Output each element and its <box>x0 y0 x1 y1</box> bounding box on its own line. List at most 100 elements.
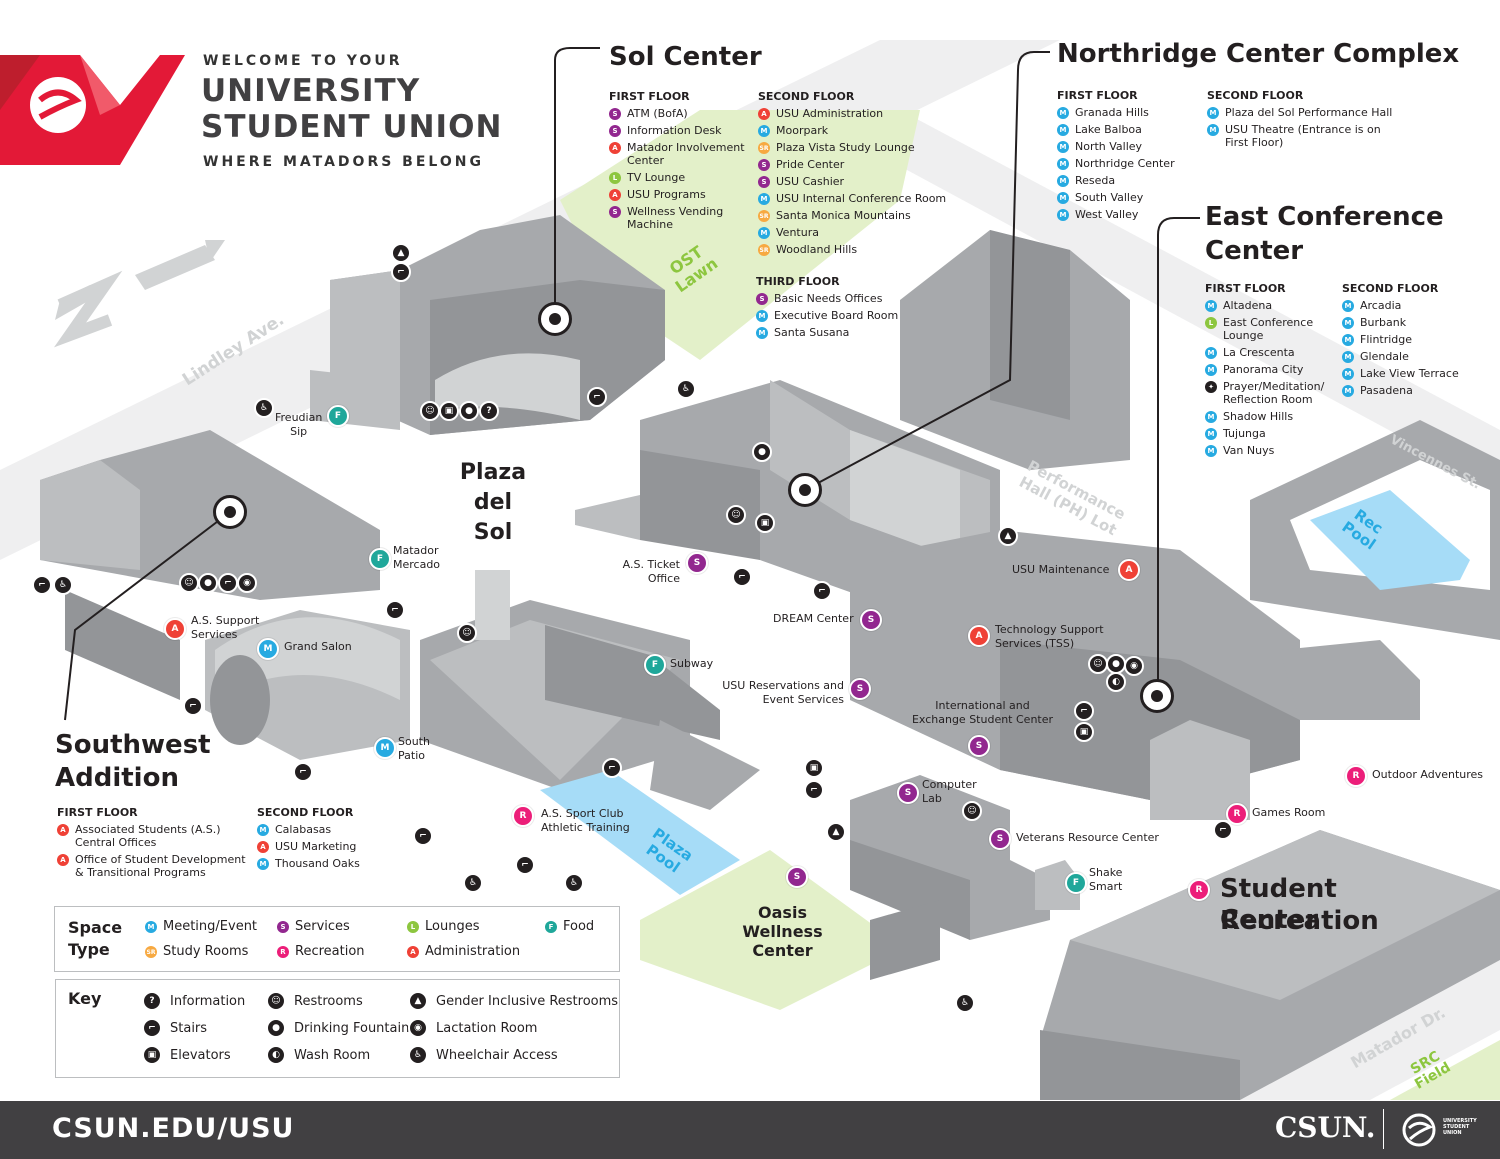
mercado-food-badge: F <box>369 548 391 570</box>
sol-center-marker[interactable] <box>538 302 572 336</box>
room-item[interactable]: SR Plaza Vista Study Lounge <box>758 141 958 154</box>
freudian-sip-label[interactable]: Freudian Sip <box>275 411 322 439</box>
sportclub-label[interactable]: A.S. Sport Club Athletic Training <box>541 807 630 835</box>
space-type-badge: SR <box>758 142 770 154</box>
grand-salon-label[interactable]: Grand Salon <box>284 640 352 653</box>
footer-url[interactable]: CSUN.EDU/USU <box>52 1113 295 1144</box>
outdoor-rec-badge: R <box>1345 765 1367 787</box>
restrooms-icon: ☺ <box>457 623 477 643</box>
stairs-icon: ⌐ <box>391 262 411 282</box>
space-type-label: Recreation <box>295 944 365 959</box>
subway-label[interactable]: Subway <box>670 657 714 670</box>
space-type-label: Administration <box>425 944 521 959</box>
room-label: USU Marketing <box>275 840 357 853</box>
room-label: Plaza Vista Study Lounge <box>776 141 915 154</box>
room-label: Shadow Hills <box>1223 410 1294 423</box>
intl-center-label[interactable]: International and Exchange Student Cente… <box>910 699 1055 727</box>
dream-center-label[interactable]: DREAM Center <box>773 612 854 625</box>
east-conference-marker[interactable] <box>1140 679 1174 713</box>
shake-smart-label[interactable]: Shake Smart <box>1089 866 1122 894</box>
south-patio-label[interactable]: South Patio <box>398 735 430 763</box>
header-university: UNIVERSITY <box>201 73 421 109</box>
key-heading: Key <box>68 989 102 1008</box>
games-room-label[interactable]: Games Room <box>1252 806 1326 819</box>
northridge-marker[interactable] <box>788 473 822 507</box>
southwest-marker[interactable] <box>213 495 247 529</box>
shake-label-2: Smart <box>1089 880 1123 893</box>
tss-label[interactable]: Technology Support Services (TSS) <box>995 623 1104 651</box>
key-item: ●Drinking Fountain <box>266 1018 409 1038</box>
ticket-office-label[interactable]: A.S. Ticket Office <box>620 558 680 586</box>
oasis-label-1: Oasis <box>758 903 807 922</box>
plaza-label-1: Plaza <box>459 460 527 485</box>
key-label: Stairs <box>170 1020 208 1036</box>
computer-lab-label[interactable]: Computer Lab <box>922 778 977 806</box>
subway-food-badge: F <box>644 654 666 676</box>
maintenance-label[interactable]: USU Maintenance <box>1012 563 1110 576</box>
room-item[interactable]: ✦Prayer/Meditation/ Reflection Room <box>1205 380 1330 406</box>
veterans-label[interactable]: Veterans Resource Center <box>1016 831 1159 844</box>
matador-mercado-label[interactable]: Matador Mercado <box>393 544 440 572</box>
space-type-badge: L <box>609 172 621 184</box>
space-type-badge: M <box>758 193 770 205</box>
room-label: USU Administration <box>776 107 884 120</box>
outdoor-adventures-label[interactable]: Outdoor Adventures <box>1372 768 1484 781</box>
reservations-label[interactable]: USU Reservations and Event Services <box>712 679 844 707</box>
room-label: East Conference Lounge <box>1223 316 1314 342</box>
key-label: Gender Inclusive Restrooms <box>436 993 619 1009</box>
key-label: Wheelchair Access <box>436 1047 558 1063</box>
room-label: Woodland Hills <box>776 243 858 256</box>
space-type-badge: M <box>1057 192 1069 204</box>
space-type-badge: M <box>1057 209 1069 221</box>
northridge-first-floor-heading: FIRST FLOOR <box>1057 89 1138 102</box>
as-support-label[interactable]: A.S. Support Services <box>191 614 259 642</box>
